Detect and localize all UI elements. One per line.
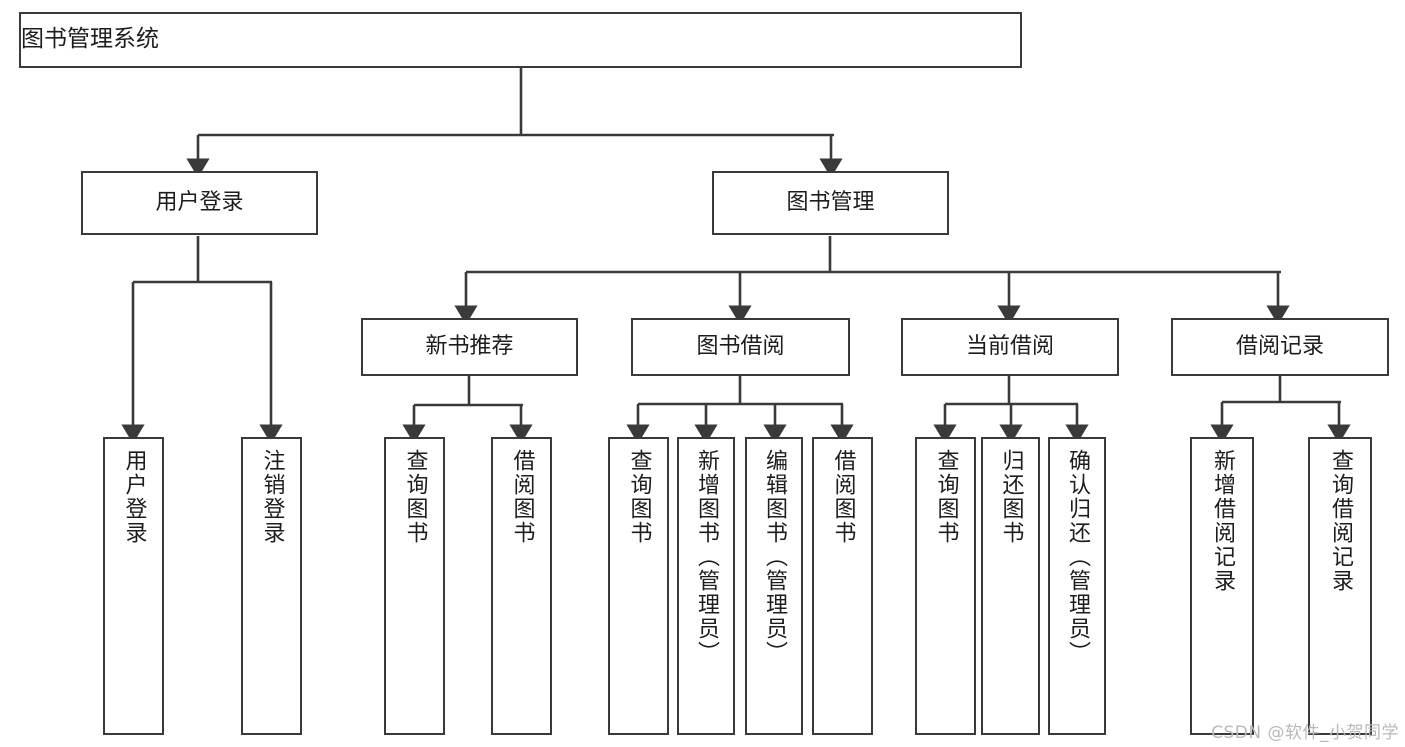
node-leaf-borrow-book-2[interactable]: 借阅图书	[812, 437, 873, 735]
node-leaf-edit-book[interactable]: 编辑图书（管理员）	[745, 437, 803, 735]
node-leaf-logout-login[interactable]: 注销登录	[241, 437, 302, 735]
node-leaf-confirm-return[interactable]: 确认归还（管理员）	[1048, 437, 1106, 735]
node-label: 图书借阅	[696, 334, 785, 360]
node-label: 借阅图书	[509, 449, 535, 545]
node-label: 图书管理	[786, 190, 875, 216]
node-leaf-query-book-2[interactable]: 查询图书	[608, 437, 669, 735]
node-book-borrow[interactable]: 图书借阅	[631, 318, 850, 376]
node-label: 查询图书	[626, 449, 652, 545]
node-leaf-query-record[interactable]: 查询借阅记录	[1308, 437, 1372, 735]
node-borrow-record[interactable]: 借阅记录	[1171, 318, 1389, 376]
node-label: 用户登录	[121, 449, 147, 545]
node-label: 编辑图书（管理员）	[762, 449, 787, 665]
node-leaf-borrow-book-1[interactable]: 借阅图书	[491, 437, 552, 735]
node-label: 注销登录	[259, 449, 285, 545]
node-label: 查询图书	[933, 449, 959, 545]
node-book-manage[interactable]: 图书管理	[712, 171, 949, 235]
node-root-system[interactable]: 图书管理系统	[19, 12, 1022, 68]
node-leaf-add-book[interactable]: 新增图书（管理员）	[677, 437, 735, 735]
node-current-borrow[interactable]: 当前借阅	[901, 318, 1119, 376]
node-label: 归还图书	[998, 449, 1024, 545]
node-label: 确认归还（管理员）	[1065, 449, 1090, 665]
node-leaf-user-login[interactable]: 用户登录	[103, 437, 164, 735]
node-label: 查询借阅记录	[1328, 449, 1353, 593]
node-label: 查询图书	[402, 449, 428, 545]
node-leaf-query-book-3[interactable]: 查询图书	[915, 437, 976, 735]
node-label: 用户登录	[155, 190, 244, 216]
node-leaf-query-book-1[interactable]: 查询图书	[384, 437, 445, 735]
node-new-book-recommend[interactable]: 新书推荐	[361, 318, 578, 376]
csdn-watermark: CSDN @软件_小贺同学	[1211, 723, 1399, 743]
node-label: 借阅图书	[830, 449, 856, 545]
node-label: 新增借阅记录	[1210, 449, 1235, 593]
node-label: 借阅记录	[1235, 334, 1324, 360]
node-label: 新书推荐	[425, 334, 514, 360]
node-label: 当前借阅	[965, 334, 1054, 360]
node-user-login[interactable]: 用户登录	[81, 171, 318, 235]
node-label: 新增图书（管理员）	[694, 449, 719, 665]
node-label: 图书管理系统	[21, 26, 159, 53]
node-leaf-return-book[interactable]: 归还图书	[981, 437, 1040, 735]
node-leaf-add-record[interactable]: 新增借阅记录	[1190, 437, 1254, 735]
